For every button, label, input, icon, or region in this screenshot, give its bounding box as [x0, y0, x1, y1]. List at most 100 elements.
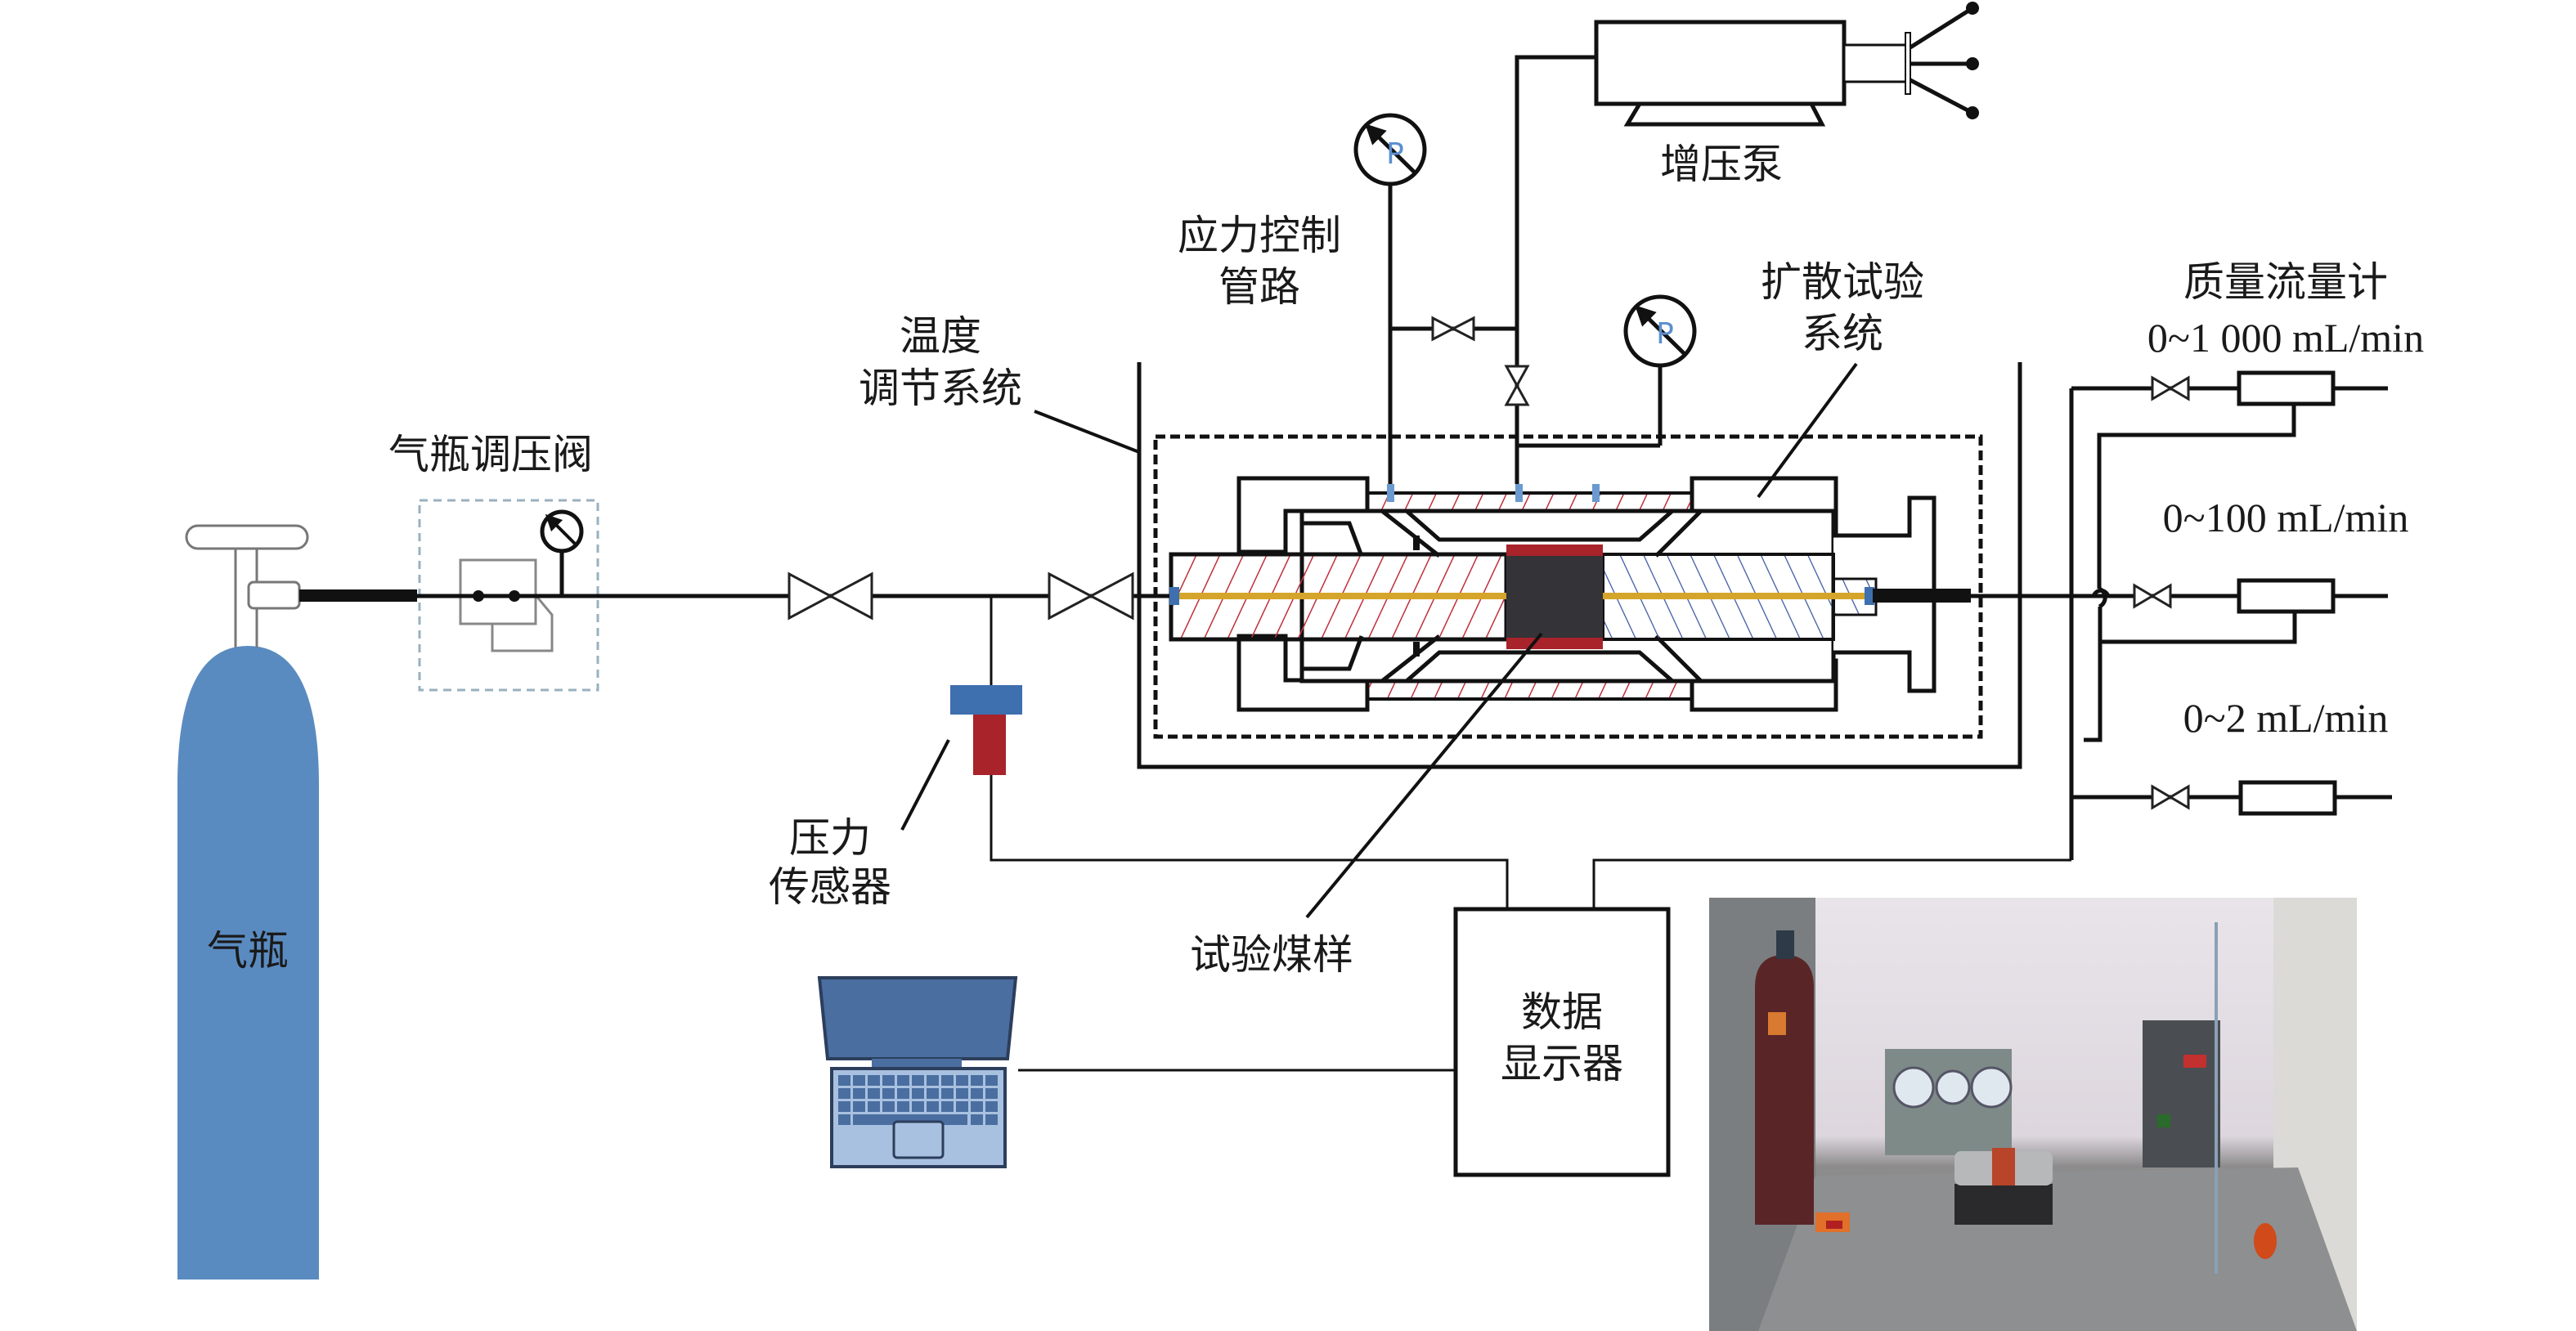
- laptop-key: [882, 1088, 895, 1099]
- laptop-key: [927, 1075, 939, 1086]
- bypass-return-line: [2084, 607, 2103, 742]
- temperature-label-line2: 调节系统: [859, 365, 1022, 412]
- laptop-key: [868, 1101, 880, 1112]
- pump-wire-1: [1909, 6, 1974, 50]
- laptop-key: [912, 1088, 924, 1099]
- flowmeter-1-return: [2097, 404, 2296, 589]
- cylinder-body: [177, 646, 319, 1279]
- flowmeter-1-valve: [2151, 375, 2190, 401]
- temperature-label-line1: 温度: [900, 312, 981, 360]
- chamber-diag-lt: [1380, 509, 1441, 558]
- stress-gauge-letter: P: [1386, 137, 1404, 171]
- laptop-key: [897, 1088, 909, 1099]
- coal-sample-leader: [1305, 632, 1543, 919]
- photo-meter-readout: [1826, 1221, 1842, 1229]
- cylinder-outlet-pipe: [299, 589, 417, 602]
- core-holder: [1169, 476, 1936, 712]
- photo-gas-cylinder: [1755, 955, 1814, 1225]
- laptop-key: [927, 1101, 939, 1112]
- gas-cylinder: 气瓶: [177, 524, 319, 1279]
- laptop-key: [882, 1101, 895, 1112]
- confining-chamber-bottom: [1405, 650, 1674, 683]
- outlet-fitting: [1865, 587, 1874, 605]
- sleeve-top: [1366, 491, 1694, 513]
- flow-range-3: 0~2 mL/min: [2183, 695, 2389, 741]
- pump-base: [1623, 102, 1826, 127]
- photo-heater-band: [1992, 1148, 2015, 1185]
- display-label-line2: 显示器: [1501, 1040, 1623, 1087]
- laptop-key: [868, 1088, 880, 1099]
- diffusion-label-line1: 扩散试验: [1761, 258, 1924, 306]
- stress-control-line: P 应力控制 管路: [1178, 113, 1517, 484]
- laptop-key: [853, 1101, 865, 1112]
- flow-range-1: 0~1 000 mL/min: [2147, 315, 2424, 361]
- flowmeter-2: [2237, 578, 2336, 614]
- laptop-key: [985, 1101, 998, 1112]
- laptop-key: [985, 1075, 998, 1086]
- photo-gauge-1: [1892, 1066, 1935, 1109]
- sensor-leader-line: [900, 739, 950, 831]
- laptop-key: [912, 1101, 924, 1112]
- outlet-tube: [1603, 593, 1873, 599]
- flowmeter-title: 质量流量计: [2183, 258, 2388, 306]
- data-display: 数据 显示器: [1453, 907, 1671, 1177]
- pump-label: 增压泵: [1660, 141, 1783, 188]
- laptop-key: [956, 1088, 968, 1099]
- chamber-diag-rb: [1654, 634, 1703, 683]
- inlet-fitting: [1169, 587, 1179, 605]
- left-seal-upper: [1302, 521, 1364, 557]
- laptop-key: [853, 1088, 865, 1099]
- booster-pump: 增压泵: [1594, 2, 1979, 188]
- pump-terminal-1: [1966, 2, 1979, 15]
- laptop-key: [838, 1075, 850, 1086]
- diffusion-label-line2: 系统: [1802, 310, 1883, 357]
- laptop-key: [985, 1114, 998, 1125]
- laptop-key: [941, 1075, 954, 1086]
- diffusion-gauge: P: [1623, 294, 1697, 368]
- stress-label-line1: 应力控制: [1178, 212, 1341, 259]
- pump-shaft: [1842, 43, 1910, 83]
- inlet-tube: [1171, 593, 1506, 599]
- diffusion-gauge-needle: [1635, 305, 1686, 356]
- flowmeter-3-valve: [2151, 784, 2190, 810]
- diffusion-gauge-letter: P: [1656, 317, 1674, 351]
- laptop-key: [971, 1088, 983, 1099]
- display-label-line1: 数据: [1521, 988, 1603, 1036]
- laptop-key: [927, 1088, 939, 1099]
- photo-gauge-3: [1970, 1066, 2013, 1109]
- seal-post-bottom: [1413, 642, 1420, 657]
- sample-ring-top: [1506, 544, 1603, 556]
- photo-gauge-2: [1935, 1069, 1971, 1105]
- laptop-key: [971, 1101, 983, 1112]
- photo-controller: [2143, 1020, 2220, 1167]
- cylinder-valve-handle: [185, 524, 309, 550]
- laptop-key: [941, 1101, 954, 1112]
- coal-sample-label: 试验煤样: [1190, 931, 1353, 979]
- left-seal-lower: [1302, 635, 1364, 671]
- pressure-regulator: 气瓶调压阀: [388, 431, 599, 692]
- sensor-head: [950, 685, 1022, 715]
- laptop-key: [956, 1101, 968, 1112]
- stress-gauge-needle: [1365, 123, 1418, 176]
- bypass-hop: [2098, 586, 2107, 609]
- inlet-valve-2: [1048, 571, 1134, 621]
- photo-controller-display-1: [2183, 1055, 2206, 1068]
- sensor-label-line2: 传感器: [769, 863, 891, 911]
- diffusion-system-boundary: [1153, 434, 1983, 739]
- chamber-diag-lb: [1380, 634, 1441, 683]
- laptop-key: [971, 1114, 983, 1125]
- pump-shaft-plate: [1905, 32, 1911, 95]
- photo-rubber-bulb: [2254, 1223, 2277, 1259]
- laptop-key: [912, 1075, 924, 1086]
- port-fitting-3: [1592, 484, 1600, 502]
- confining-chamber-top: [1405, 509, 1674, 542]
- flowmeter-2-return: [2100, 612, 2297, 644]
- laptop-key: [838, 1101, 850, 1112]
- inlet-valve-1: [788, 571, 873, 621]
- laptop-icon: [817, 976, 1018, 1168]
- laptop-screen: [817, 976, 1018, 1060]
- photo-bench: [1758, 1167, 2357, 1331]
- sensor-signal-cable: [990, 775, 1509, 909]
- laptop-key: [956, 1075, 968, 1086]
